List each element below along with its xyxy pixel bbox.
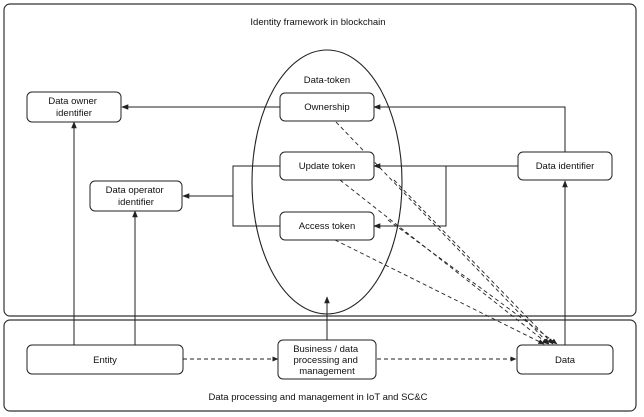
edge-dataid-to-access <box>373 166 447 229</box>
solid-connectors <box>71 104 568 346</box>
blockchain-frame-title: Identity framework in blockchain <box>250 17 385 28</box>
node-label: Data <box>555 355 576 366</box>
dashed-crossing-a <box>393 179 554 345</box>
node-data: Data <box>516 344 614 375</box>
node-update-token: Update token <box>279 151 375 181</box>
edge-update-to-operator <box>232 165 280 196</box>
node-label: Business / data processing and managemen… <box>293 344 361 377</box>
edge-access-to-operator <box>232 196 280 227</box>
node-ownership: Ownership <box>279 92 375 122</box>
dashed-update-to-data <box>339 179 549 345</box>
node-entity: Entity <box>26 344 184 375</box>
node-label: Access token <box>299 221 356 232</box>
dashed-access-to-data <box>334 239 545 345</box>
iot-frame-title: Data processing and management in IoT an… <box>209 392 428 403</box>
node-label: Ownership <box>304 102 349 113</box>
node-data-operator-identifier: Data operator identifier <box>89 180 183 212</box>
node-access-token: Access token <box>279 211 375 241</box>
data-token-title: Data-token <box>304 75 350 86</box>
node-label: Data identifier <box>536 161 595 172</box>
node-label: Update token <box>299 161 356 172</box>
node-business: Business / data processing and managemen… <box>277 339 377 380</box>
node-data-owner-identifier: Data owner identifier <box>26 91 122 123</box>
node-label: Data owner identifier <box>48 96 99 119</box>
node-label: Data operator identifier <box>106 185 167 208</box>
edge-dataid-to-ownership <box>373 104 566 152</box>
node-data-identifier: Data identifier <box>517 151 613 181</box>
node-label: Entity <box>93 355 117 366</box>
